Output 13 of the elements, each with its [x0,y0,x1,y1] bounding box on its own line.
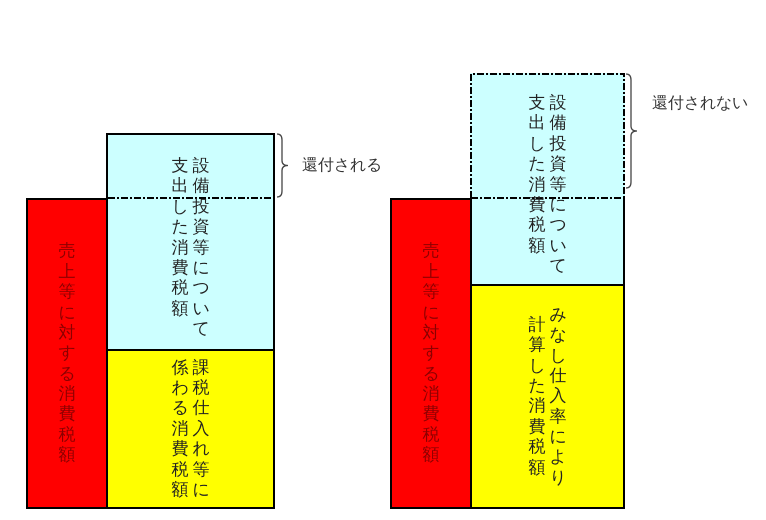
tax-amount-block [106,133,275,351]
tax-amount-block [26,198,108,509]
vertical-label: 設備投資等について支出した消費税額 [172,156,210,340]
tax-amount-block [470,284,625,509]
tax-amount-block [470,73,625,286]
tax-amount-block [390,198,472,509]
vertical-label: 設備投資等について支出した消費税額 [528,93,566,277]
tax-amount-block [106,349,275,509]
side-note: 還付されない [652,93,748,113]
vertical-label: 売上等に対する消費税額 [58,241,76,466]
vertical-label: 課税仕入れ等に係わる消費税額 [172,358,210,500]
vertical-label: 売上等に対する消費税額 [422,241,440,466]
side-note: 還付される [302,155,382,175]
